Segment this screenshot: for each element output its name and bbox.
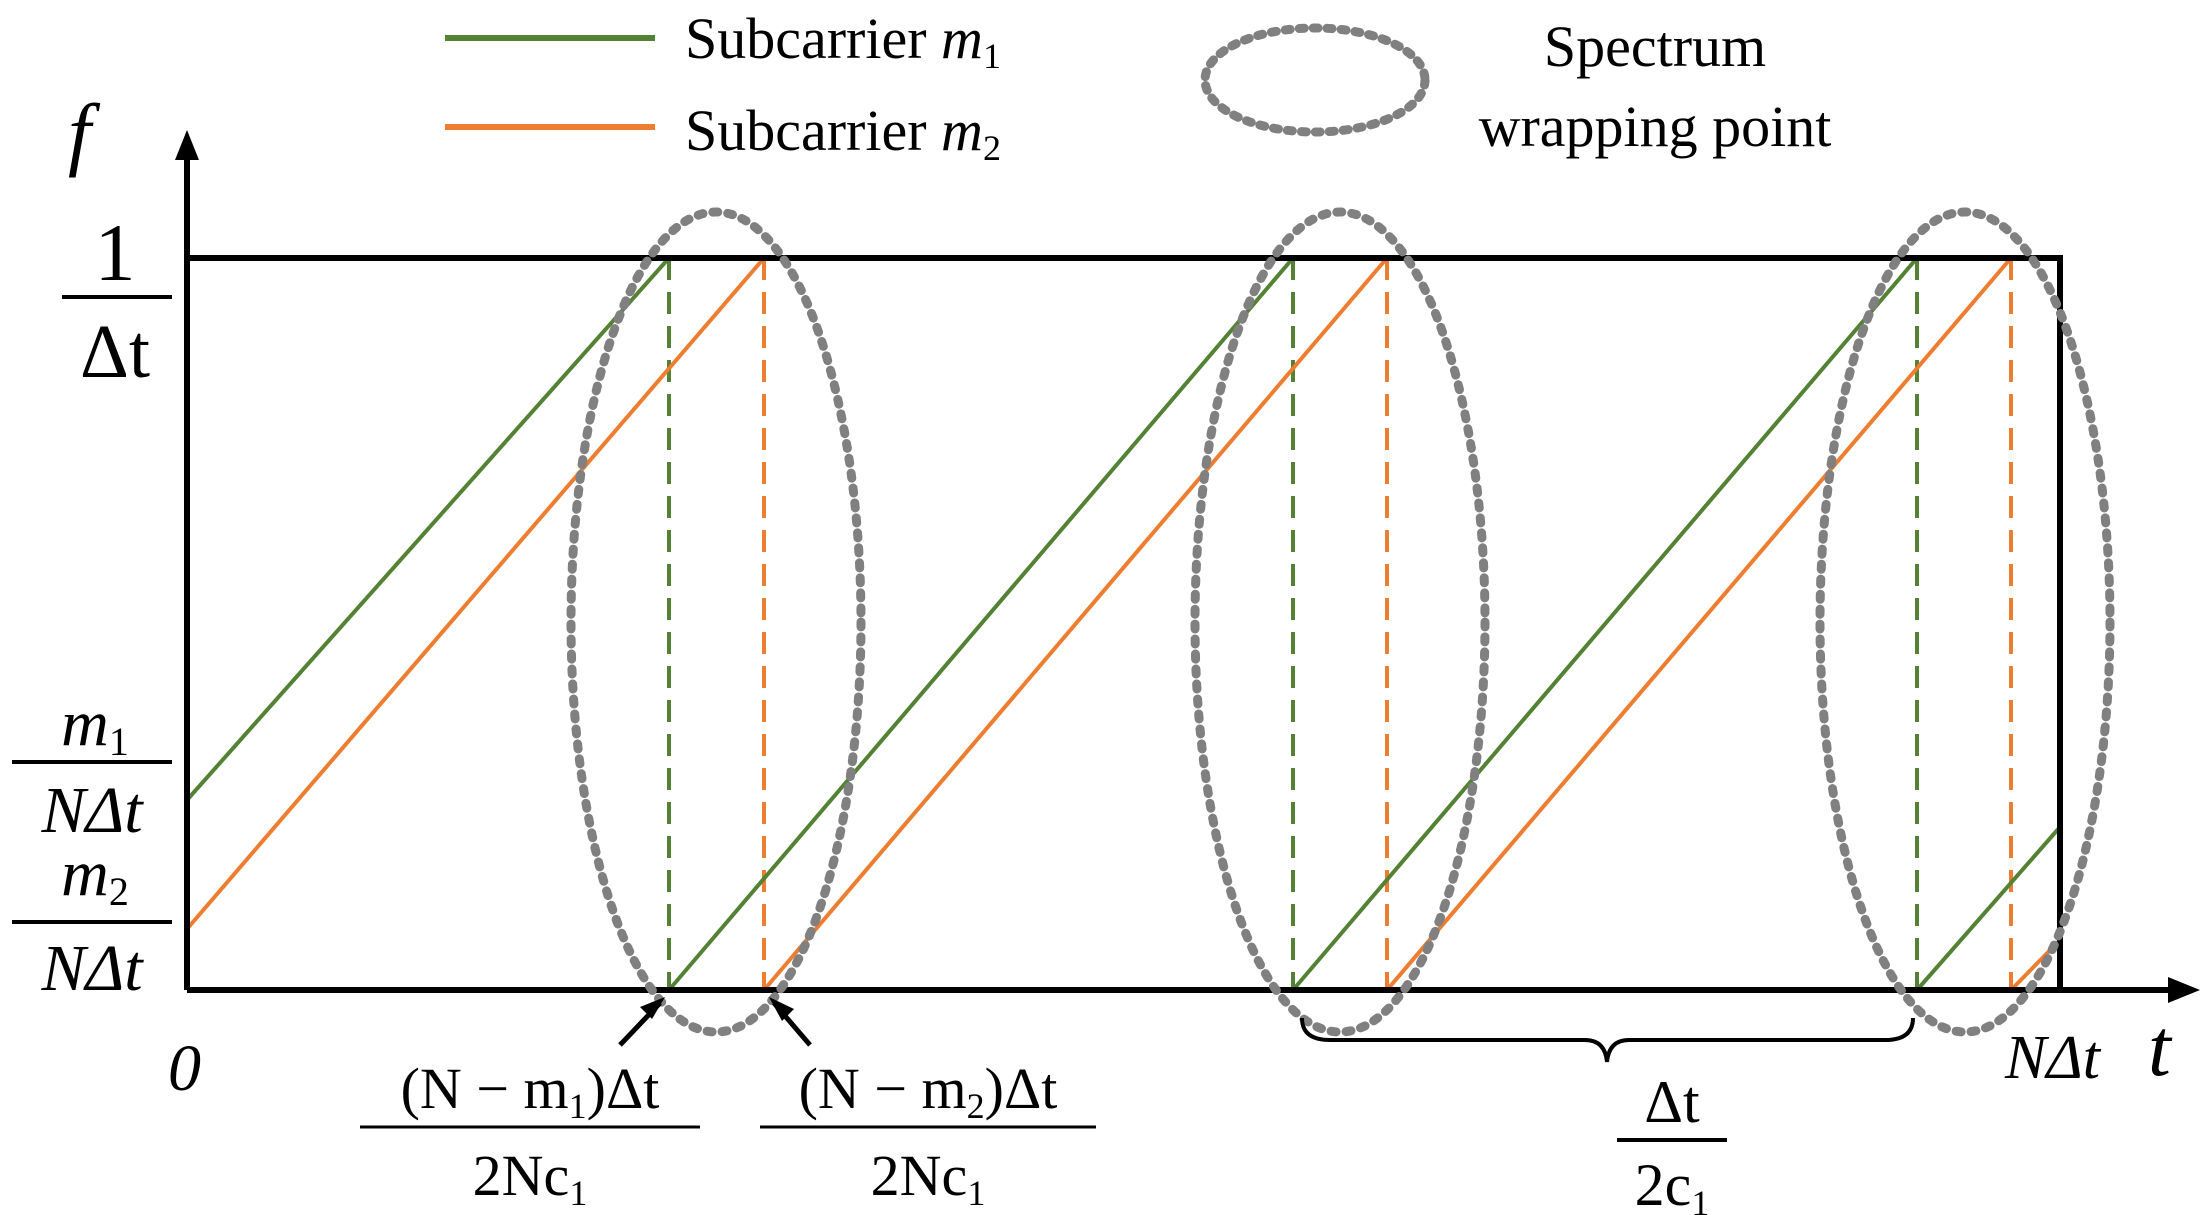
m2-segment-2 [762,256,1389,992]
axes [175,130,2200,1003]
legend-wrap-ellipse [1200,23,1430,137]
origin-label: 0 [168,1032,201,1105]
wrap-ellipse-1 [566,207,866,1037]
y-tick-top: 1 Δt [62,207,172,394]
subcarrier-m1-sawtooth [185,256,2062,992]
m1-segment-2 [667,256,1295,992]
m1-segment-4 [1915,825,2062,992]
legend-wrap-line2: wrapping point [1479,94,1832,159]
x-end-label: NΔt [2004,1024,2102,1092]
axis-labels: f t 0 NΔt [68,87,2173,1105]
x-annotation-m1-num: (N − m1)Δt [401,1056,660,1126]
period-den: 2c1 [1635,1152,1710,1215]
annotation-arrows [618,997,812,1047]
period-num: Δt [1644,1069,1700,1135]
y-tick-m2-den: NΔt [40,932,144,1005]
x-annotation-m1-den: 2Nc1 [473,1143,588,1213]
legend-label-m2: Subcarrier m2 [685,98,1001,168]
arrow-head-m2 [769,997,794,1021]
x-annotation-m2: (N − m2)Δt 2Nc1 [760,1056,1096,1213]
y-axis-label: f [68,87,101,178]
x-annotation-m2-den: 2Nc1 [871,1143,986,1213]
y-tick-m2: m2 NΔt [12,837,172,1005]
legend: Subcarrier m1 Subcarrier m2 Spectrum wra… [445,6,1831,168]
wrap-dashed-lines [667,258,2013,990]
arrow-head-m1 [640,997,665,1019]
frame-box [187,255,2063,990]
m1-segment-1 [185,256,671,802]
y-tick-m1: m1 NΔt [12,687,172,847]
y-axis-arrow [175,130,199,160]
x-annotation-m2-num: (N − m2)Δt [799,1056,1058,1126]
y-tick-m1-den: NΔt [40,774,144,847]
legend-wrap-line1: Spectrum [1544,14,1766,79]
x-axis-arrow [2168,977,2200,1003]
y-tick-m1-num: m1 [61,687,129,764]
subcarrier-m2-sawtooth [185,256,2062,992]
y-tick-top-den: Δt [80,310,150,394]
m2-segment-3 [1385,256,2013,992]
y-tick-m2-num: m2 [61,837,129,914]
period-brace [1300,1017,1915,1063]
legend-label-m1: Subcarrier m1 [685,6,1001,76]
wrap-ellipses [566,207,2115,1037]
wrap-ellipse-3 [1815,207,2115,1037]
period-annotation: Δt 2c1 [1617,1069,1727,1215]
m2-segment-1 [185,256,766,931]
x-axis-label: t [2148,1002,2173,1093]
y-tick-top-num: 1 [95,207,136,298]
m1-segment-3 [1291,256,1919,992]
x-annotation-m1: (N − m1)Δt 2Nc1 [360,1056,700,1213]
wrap-ellipse-2 [1190,207,1490,1037]
